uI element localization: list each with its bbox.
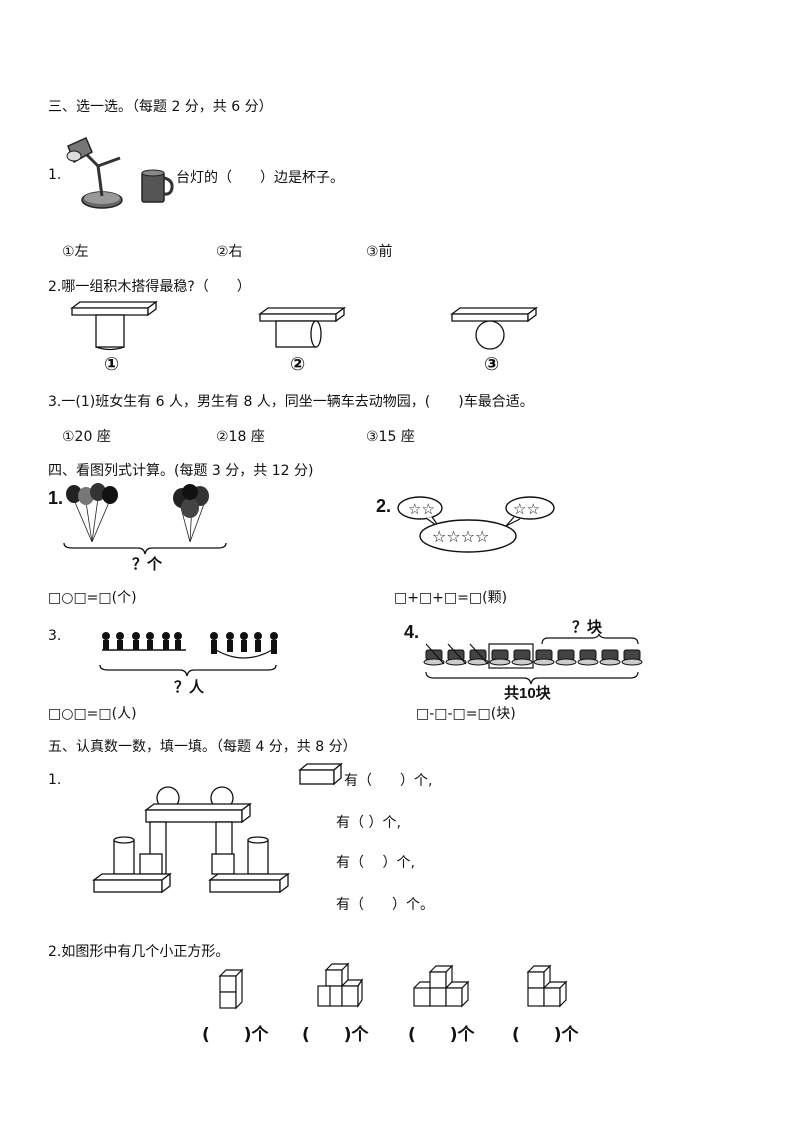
cuboid-shape-icon	[298, 762, 343, 786]
cube-blank-3[interactable]: ( )个	[408, 1025, 475, 1045]
s5-q1-line-4: 有（ ）个。	[336, 897, 434, 913]
q3-option-3: ③15 座	[366, 429, 415, 445]
cube-figure-2-image	[317, 962, 364, 1008]
section-5-title: 五、认真数一数，填一填。（每题 4 分，共 8 分）	[48, 739, 357, 755]
block-set-1-image	[70, 300, 158, 351]
svg-text:☆☆: ☆☆	[513, 500, 540, 518]
cube-figure-3-image	[413, 964, 470, 1008]
p4-bottom-label: 共10块	[504, 685, 551, 702]
q3-text: 3.一(1)班女生有 6 人，男生有 8 人，同坐一辆车去动物园，( )车最合适…	[48, 394, 534, 410]
section-4-title: 四、看图列式计算。(每题 3 分，共 12 分)	[48, 463, 314, 479]
section-3-title: 三、选一选。（每题 2 分，共 6 分）	[48, 99, 273, 115]
p3-brace-label: ？人	[174, 679, 205, 696]
balloons-group-2-image	[173, 484, 209, 543]
balloons-group-1-image	[66, 483, 118, 543]
cube-figure-1-image	[218, 968, 244, 1010]
svg-text:☆☆☆☆: ☆☆☆☆	[432, 527, 489, 546]
p2-formula: □+□+□=□(颗)	[394, 590, 508, 606]
s5-q1-line-1: 有（ ）个,	[344, 773, 433, 789]
q1-text: 台灯的（ ）边是杯子。	[176, 170, 344, 186]
children-image	[102, 632, 278, 659]
q3-option-1: ①20 座	[62, 429, 111, 445]
q2-label-2: ②	[290, 354, 306, 375]
p4-top-label: ？块	[572, 619, 603, 636]
q1-number: 1.	[48, 167, 62, 183]
star-bubbles-image: ☆☆ ☆☆ ☆☆☆☆	[397, 496, 555, 553]
q2-label-1: ①	[104, 354, 120, 375]
block-set-2-image	[258, 306, 346, 348]
q1-option-2: ②右	[216, 244, 243, 260]
q1-option-3: ③前	[366, 244, 393, 260]
desk-lamp-image	[66, 137, 123, 209]
p1-brace	[63, 542, 227, 555]
cup-image	[141, 169, 174, 203]
cube-figure-4-image	[526, 964, 568, 1008]
cakes-image	[423, 633, 643, 685]
p3-formula: □○□=□(人)	[48, 706, 137, 722]
cube-blank-4[interactable]: ( )个	[512, 1025, 579, 1045]
s5-q2-text: 2.如图形中有几个小正方形。	[48, 944, 230, 960]
q1-option-1: ①左	[62, 244, 89, 260]
p4-formula: □-□-□=□(块)	[416, 706, 516, 722]
s5-q1-line-2: 有（ ）个,	[336, 815, 401, 831]
s5-q1-number: 1.	[48, 772, 62, 788]
q2-label-3: ③	[484, 354, 500, 375]
p1-number: 1.	[48, 488, 64, 508]
block-set-3-image	[450, 306, 538, 350]
p1-formula: □○□=□(个)	[48, 590, 137, 606]
p3-brace	[99, 664, 277, 677]
building-blocks-image	[92, 786, 290, 894]
p2-number: 2.	[376, 496, 392, 516]
p4-number: 4.	[404, 622, 420, 642]
p1-brace-label: ？个	[132, 556, 163, 573]
q3-option-2: ②18 座	[216, 429, 265, 445]
s5-q1-line-3: 有（ ）个,	[336, 855, 415, 871]
cube-blank-1[interactable]: ( )个	[202, 1025, 269, 1045]
p3-number: 3.	[48, 628, 62, 644]
svg-text:☆☆: ☆☆	[408, 500, 435, 518]
cube-blank-2[interactable]: ( )个	[302, 1025, 369, 1045]
q2-text: 2.哪一组积木搭得最稳?（ ）	[48, 279, 251, 295]
